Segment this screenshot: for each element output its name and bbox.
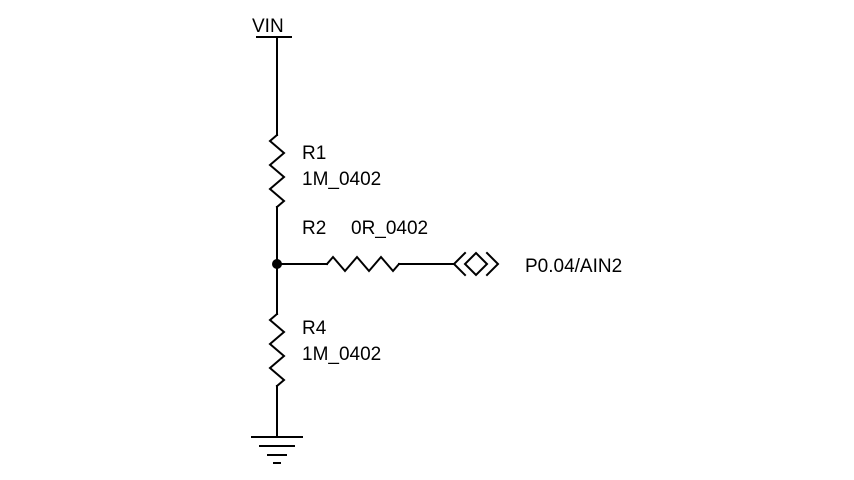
ground-icon xyxy=(251,436,303,464)
port-label: P0.04/AIN2 xyxy=(525,256,622,277)
r4-resistor xyxy=(268,312,286,388)
r2-resistor xyxy=(325,255,401,273)
r2-value-label: 0R_0402 xyxy=(351,218,428,239)
r4-ref-label: R4 xyxy=(302,318,327,339)
vin-label: VIN xyxy=(252,16,284,37)
r1-value-label: 1M_0402 xyxy=(302,169,381,190)
r4-value-label: 1M_0402 xyxy=(302,344,381,365)
r1-ref-label: R1 xyxy=(302,143,326,164)
r1-resistor xyxy=(268,133,286,209)
r2-ref-label: R2 xyxy=(302,218,326,239)
port-icon xyxy=(452,251,500,277)
